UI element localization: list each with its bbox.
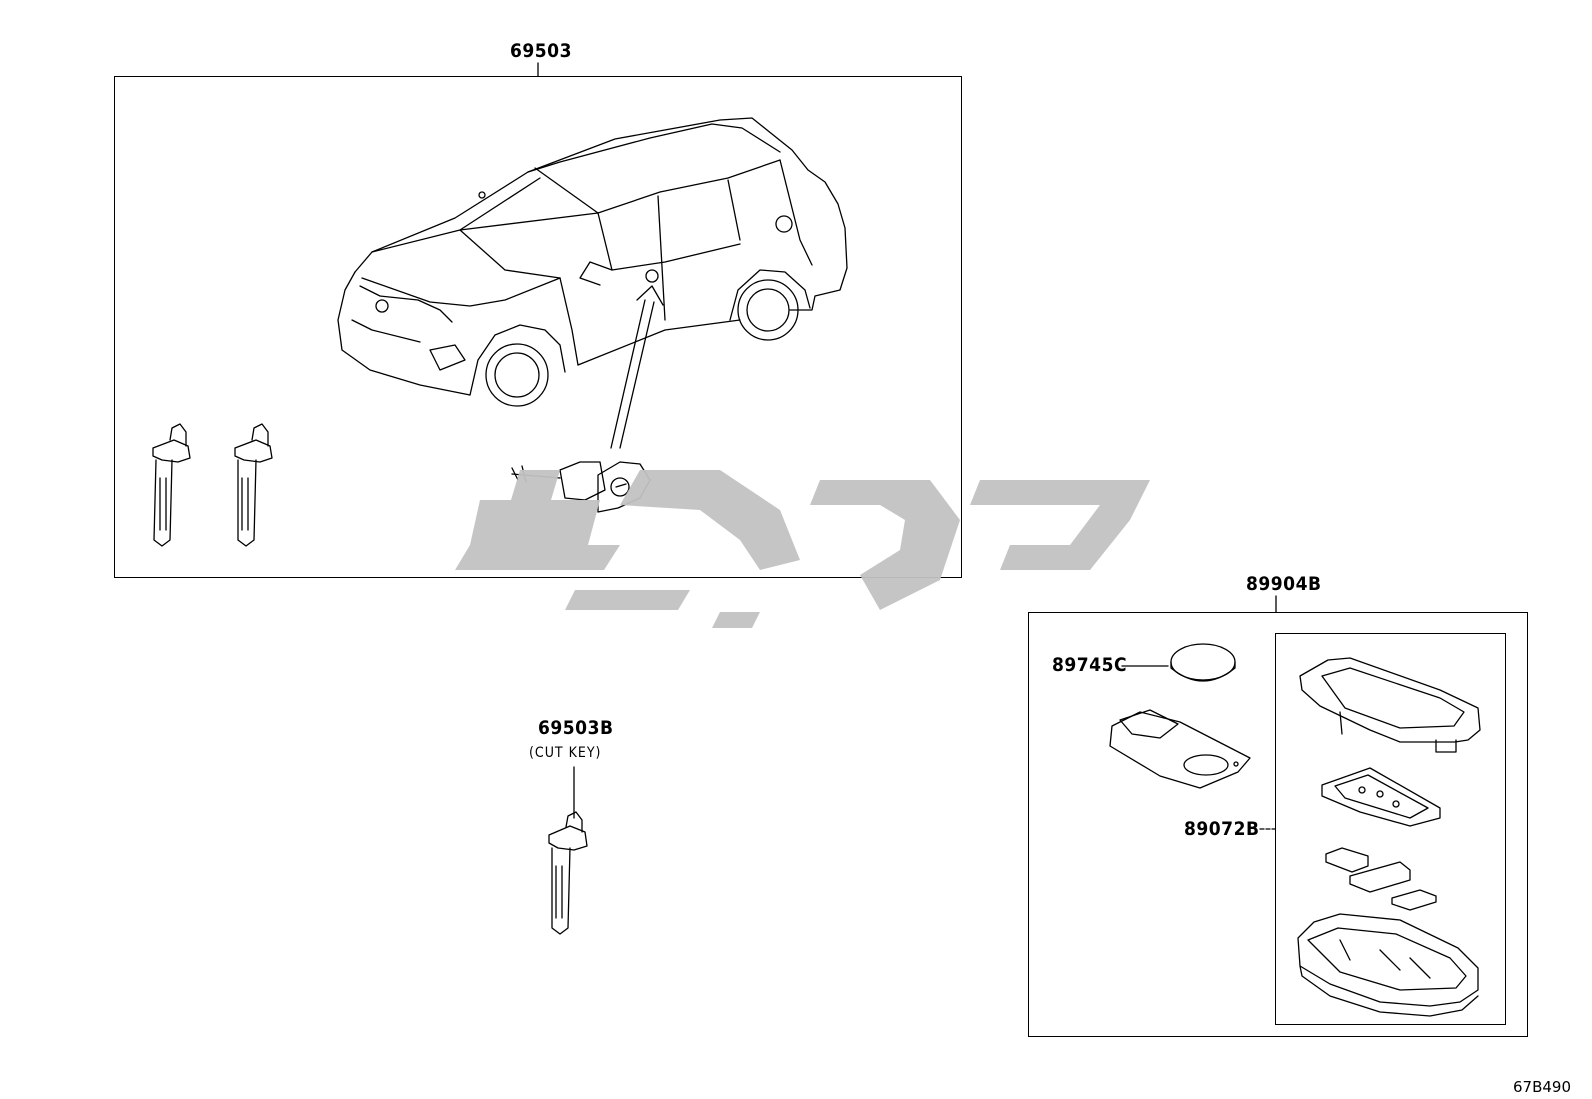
transmitter-cover-icon <box>1299 657 1481 753</box>
label-89745C: 89745C <box>1052 654 1128 676</box>
label-69503B: 69503B <box>538 717 614 739</box>
diagram-code: 67B490 <box>1513 1078 1572 1096</box>
label-69503: 69503 <box>510 40 572 62</box>
label-cut-key-note: (CUT KEY) <box>529 745 602 761</box>
key-blade-icon-2 <box>234 423 273 547</box>
transmitter-frame <box>1028 612 1528 1037</box>
vehicle-icon <box>337 117 848 449</box>
button-frame-icon <box>1321 767 1441 827</box>
button-parts-icon <box>1325 847 1437 911</box>
key-blade-icon-1 <box>152 423 191 547</box>
battery-icon <box>1170 643 1236 682</box>
label-89072B: 89072B <box>1184 818 1260 840</box>
transmitter-case-icon <box>1297 913 1479 1017</box>
circuit-board-icon <box>1109 709 1251 789</box>
cut-key-icon <box>548 811 588 935</box>
label-89904B: 89904B <box>1246 573 1322 595</box>
watermark-logo <box>455 470 1150 628</box>
